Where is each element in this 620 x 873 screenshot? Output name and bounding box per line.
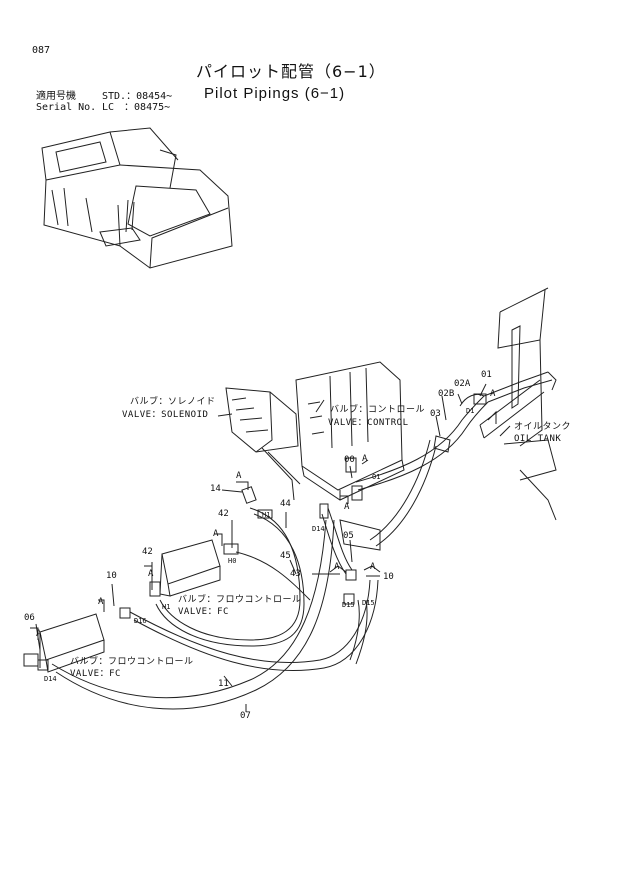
view-mark-a: A <box>490 389 496 399</box>
flow-control-valve-2-label-jp: バルブ：フロウコントロール <box>70 657 194 667</box>
part-number: 01 <box>481 370 492 380</box>
part-number: 02B <box>438 389 455 399</box>
view-mark-a: A <box>98 597 104 607</box>
port-mark: D16 <box>134 617 147 625</box>
port-mark: H0 <box>228 557 237 565</box>
page-title-en: Pilot Pipings (6−1) <box>204 85 346 102</box>
port-mark: H1 <box>262 511 271 519</box>
flow-control-valve-1-drawing <box>159 539 221 597</box>
hose-44-and-45 <box>155 507 353 647</box>
view-mark-a: A <box>370 562 376 572</box>
std-code: STD.：08454∼ <box>102 91 173 102</box>
view-mark-a: A <box>362 454 368 464</box>
view-mark-a: A <box>36 629 42 639</box>
part-number: 14 <box>210 484 221 494</box>
part-number: 06 <box>24 613 35 623</box>
flow-control-valve-2-label-en: VALVE：FC <box>70 669 121 679</box>
fittings <box>23 393 487 671</box>
page-title-jp: パイロット配管（6−1） <box>196 62 386 81</box>
page-number: 087 <box>32 45 51 56</box>
part-number: 05 <box>343 531 354 541</box>
part-number: 45 <box>280 551 291 561</box>
applicable-label: 適用号機 <box>36 91 76 102</box>
part-number: 00 <box>344 455 355 465</box>
view-mark-a: A <box>334 562 340 572</box>
part-number: 43 <box>290 569 301 579</box>
solenoid-valve-label-en: VALVE：SOLENOID <box>122 410 209 420</box>
view-mark-a: A <box>213 529 219 539</box>
port-mark: H1 <box>162 603 171 611</box>
control-valve-label-en: VALVE：CONTROL <box>328 418 409 428</box>
port-mark: D15 <box>342 601 355 609</box>
part-number: 03 <box>430 409 441 419</box>
solenoid-valve-label-jp: バルブ：ソレノイド <box>130 397 216 407</box>
part-number: 10 <box>383 572 394 582</box>
oil-tank-label-en: OIL TANK <box>514 434 562 444</box>
view-mark-a: A <box>236 471 242 481</box>
flow-control-valve-1-label-jp: バルブ：フロウコントロール <box>178 595 302 605</box>
port-mark: D15 <box>362 599 375 607</box>
flow-control-valve-1-label-en: VALVE：FC <box>178 607 229 617</box>
part-number: 42 <box>142 547 153 557</box>
part-number: 11 <box>218 679 229 689</box>
excavator-locator-sketch <box>41 127 233 269</box>
hose-d15-to-valves <box>349 439 437 665</box>
port-mark: D14 <box>44 675 57 683</box>
solenoid-valve-drawing <box>225 387 301 501</box>
part-number: 07 <box>240 711 251 721</box>
control-valve-label-jp: バルブ：コントロール <box>330 405 426 415</box>
part-number: 02A <box>454 379 471 389</box>
part-number: 42 <box>218 509 229 519</box>
leader-lines <box>30 383 511 712</box>
oil-tank-label-jp: オイルタンク <box>514 422 572 432</box>
hose-07-and-11 <box>51 519 379 710</box>
port-mark: O1 <box>372 473 381 481</box>
port-mark: D14 <box>312 525 325 533</box>
serial-label: Serial No. <box>36 102 97 113</box>
view-mark-a: A <box>344 502 350 512</box>
part-number: 10 <box>106 571 117 581</box>
port-mark: D1 <box>466 407 475 415</box>
lc-code: LC ：08475∼ <box>102 102 171 113</box>
view-mark-a: A <box>148 569 154 579</box>
control-valve-drawing <box>295 361 405 551</box>
oil-tank-outline <box>479 287 557 521</box>
part-number: 44 <box>280 499 291 509</box>
